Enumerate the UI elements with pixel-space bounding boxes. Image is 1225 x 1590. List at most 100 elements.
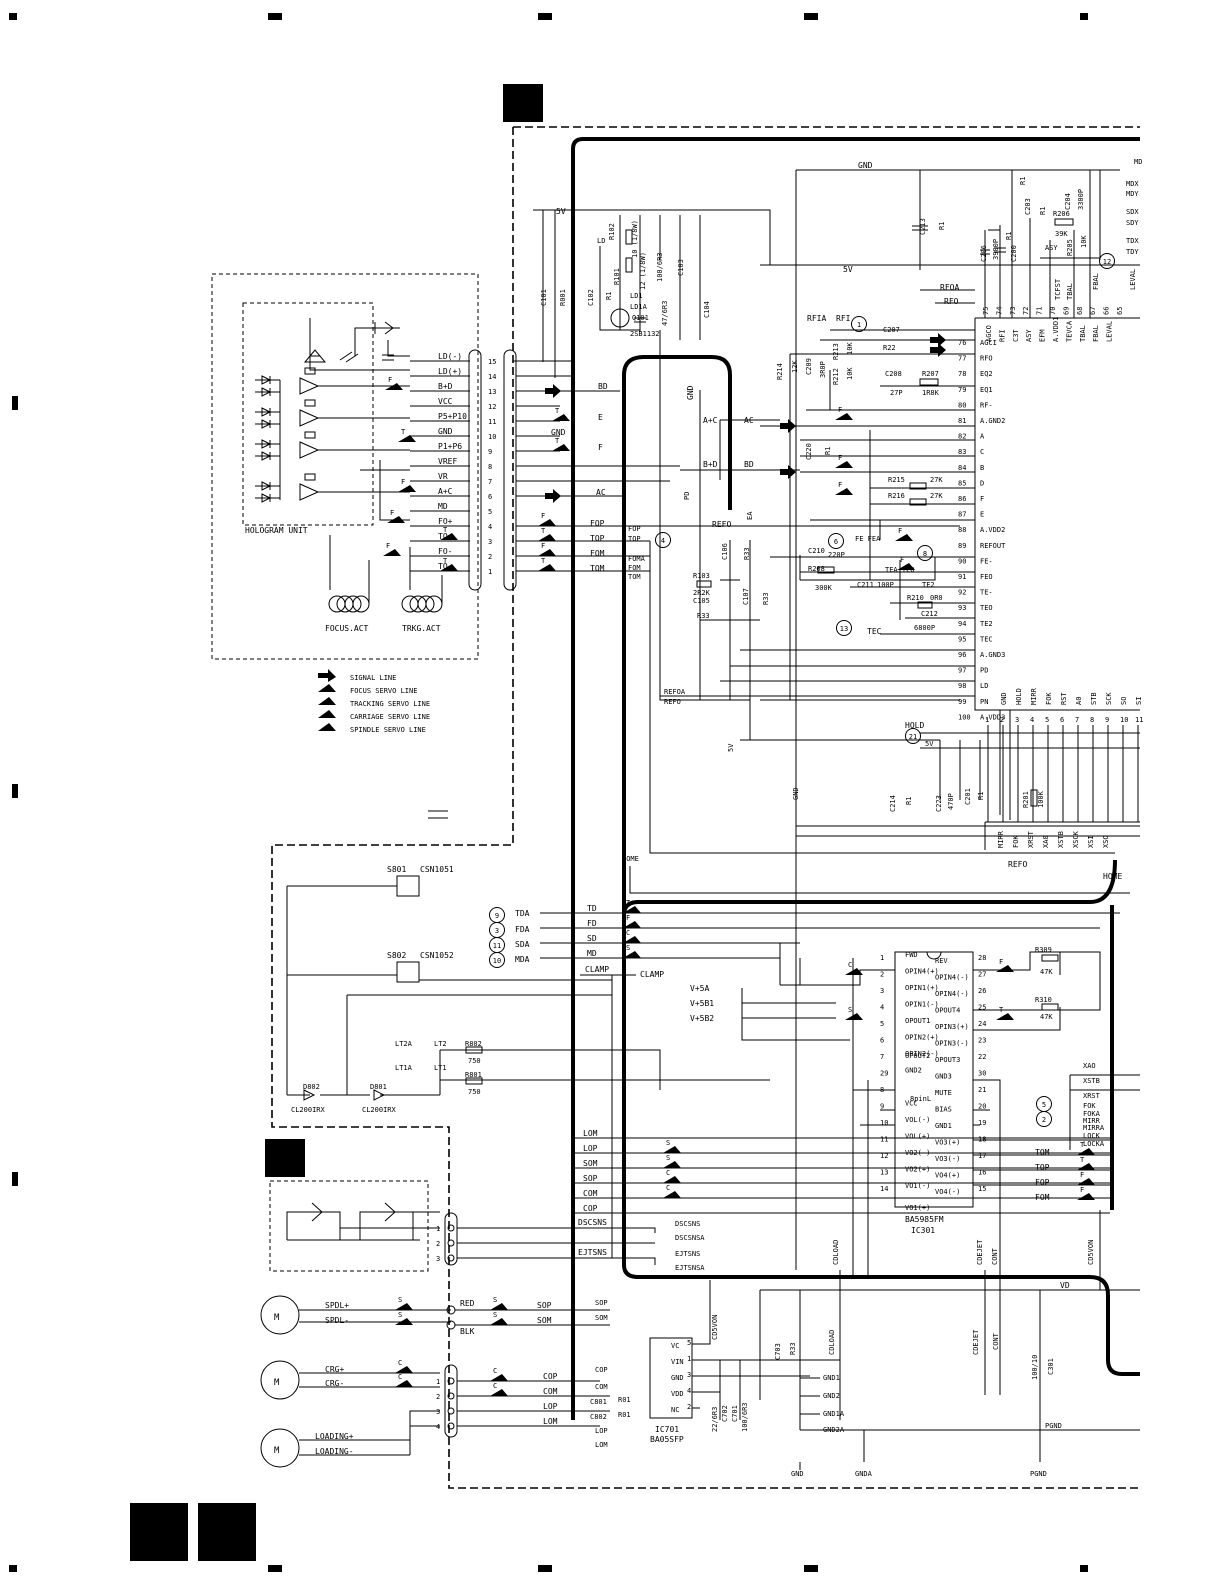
hologram-pin-label: B+D [438, 382, 453, 391]
svg-text:M: M [274, 1313, 280, 1323]
svg-text:LOM: LOM [543, 1417, 558, 1426]
svg-text:C703: C703 [774, 1343, 782, 1360]
svg-text:PGND: PGND [1045, 1422, 1062, 1430]
connector-cn101-left [468, 349, 482, 591]
servo-flag-T: T [541, 527, 546, 535]
driver-pin-name: GND1 [935, 1122, 952, 1130]
svg-text:3: 3 [436, 1408, 440, 1416]
svg-text:SDA: SDA [515, 940, 530, 949]
svg-text:R01: R01 [618, 1396, 631, 1404]
ic-pin-name: A.GND2 [980, 417, 1005, 425]
svg-text:EJTSNS: EJTSNS [675, 1250, 700, 1258]
page-number-block-1 [130, 1503, 188, 1561]
ic-pin-name: A.GND3 [980, 651, 1005, 659]
svg-text:SOP: SOP [537, 1301, 552, 1310]
svg-text:3900P: 3900P [992, 239, 1000, 260]
servo-flag-F: F [838, 481, 842, 489]
driver-pin-name: VOL(+) [905, 1133, 930, 1141]
svg-text:GND: GND [792, 787, 800, 800]
svg-text:BD: BD [744, 460, 754, 469]
svg-text:R103: R103 [693, 572, 710, 580]
driver-pin-number: 30 [978, 1070, 986, 1078]
svg-text:COM: COM [595, 1383, 608, 1391]
driver-net-label: FOKA [1083, 1110, 1101, 1118]
switch-section: S801 CSN1051 S802 CSN1052 LT2A LT2 LT1A … [286, 865, 1120, 1255]
svg-text:EJTSNS: EJTSNS [578, 1248, 607, 1257]
connector-pin-number: 8 [488, 463, 492, 471]
svg-text:R213: R213 [832, 343, 840, 360]
regulator-pin-name: VC [671, 1342, 679, 1350]
svg-text:LT2: LT2 [434, 1040, 447, 1048]
svg-text:TE2: TE2 [922, 581, 935, 589]
driver-pin-name: OPIN3(-) [935, 1040, 969, 1048]
svg-text:750: 750 [468, 1057, 481, 1065]
svg-text:COM: COM [583, 1189, 598, 1198]
svg-text:R309: R309 [1035, 946, 1052, 954]
connector-pin-number: 12 [488, 403, 496, 411]
svg-text:CRG+: CRG+ [325, 1365, 344, 1374]
svg-text:FOMA: FOMA [628, 555, 646, 563]
driver-pin-name: VOL(-) [905, 1116, 930, 1124]
svg-text:CDEJET: CDEJET [976, 1239, 984, 1265]
driver-pin-name: OPIN2(-) [905, 1050, 939, 1058]
ic-pin-number: 100 [958, 713, 971, 721]
svg-text:4: 4 [436, 1423, 440, 1431]
svg-text:MDA: MDA [515, 955, 530, 964]
svg-text:R1: R1 [1005, 232, 1013, 240]
servo-flag-T: T [443, 557, 448, 565]
driver-pin-name: BIAS [935, 1106, 952, 1114]
ic-pin-name: REFOUT [980, 542, 1006, 550]
legend-item: SIGNAL LINE [350, 674, 396, 682]
driver-pin-name: VO4(+) [935, 1172, 960, 1180]
ic-pin-number: 68 [1076, 307, 1084, 315]
ic-pin-name: TBAL [1079, 325, 1087, 342]
svg-text:DSCSNS: DSCSNS [578, 1218, 607, 1227]
svg-text:C103: C103 [677, 259, 685, 276]
driver-pin-number: 23 [978, 1037, 986, 1045]
ic-pin-number: 72 [1022, 307, 1030, 315]
driver-net-label: XRST [1083, 1092, 1101, 1100]
driver-pin-name: REV [935, 957, 948, 965]
regulator-pin-number: 3 [687, 1371, 691, 1379]
driver-pin-name: OPIN4(+) [905, 968, 939, 976]
ic-pin-name: RFO [980, 355, 993, 363]
svg-text:SDY: SDY [1126, 219, 1139, 227]
svg-text:C211: C211 [857, 581, 874, 589]
ic-pin-name: D [980, 479, 984, 487]
svg-text:R210: R210 [907, 594, 924, 602]
svg-text:47K: 47K [1040, 968, 1053, 976]
svg-text:V+5B2: V+5B2 [690, 1014, 714, 1023]
regulator-pin-number: 1 [687, 1355, 691, 1363]
ic-pin-number: 7 [1075, 716, 1079, 724]
servo-flag-F: F [838, 454, 842, 462]
driver-net-label: FOK [1083, 1102, 1096, 1110]
svg-text:LT1: LT1 [434, 1064, 447, 1072]
svg-text:SPDL-: SPDL- [325, 1316, 349, 1325]
ic-pin-number: 74 [995, 307, 1003, 315]
hologram-pin-label: A+C [438, 487, 453, 496]
servo-flag-F: F [541, 542, 545, 550]
svg-text:1R8K: 1R8K [922, 389, 940, 397]
svg-text:REFO: REFO [664, 698, 681, 706]
bus-label: XSTB [1057, 831, 1065, 848]
svg-text:D801: D801 [370, 1083, 387, 1091]
ic-pin-number: 89 [958, 542, 966, 550]
svg-text:BD: BD [598, 382, 608, 391]
svg-text:R22: R22 [883, 344, 896, 352]
servo-flag-S: S [493, 1311, 497, 1319]
svg-text:LD1: LD1 [630, 292, 643, 300]
servo-flag-C: C [398, 1373, 402, 1381]
svg-text:C210: C210 [808, 547, 825, 555]
ic-pin-name: FEO [980, 573, 993, 581]
connector-pin-number: 15 [488, 358, 496, 366]
driver-pin-number: 24 [978, 1020, 986, 1028]
servo-flag-F: F [1080, 1186, 1084, 1194]
ic-pin-number: 8 [1090, 716, 1094, 724]
svg-text:BLK: BLK [460, 1327, 475, 1336]
servo-flag-T: T [1080, 1156, 1085, 1164]
ic-pin-name: SCK [1105, 692, 1113, 705]
hologram-pin-label: FO+ [438, 517, 453, 526]
signal-arrows [545, 333, 946, 503]
